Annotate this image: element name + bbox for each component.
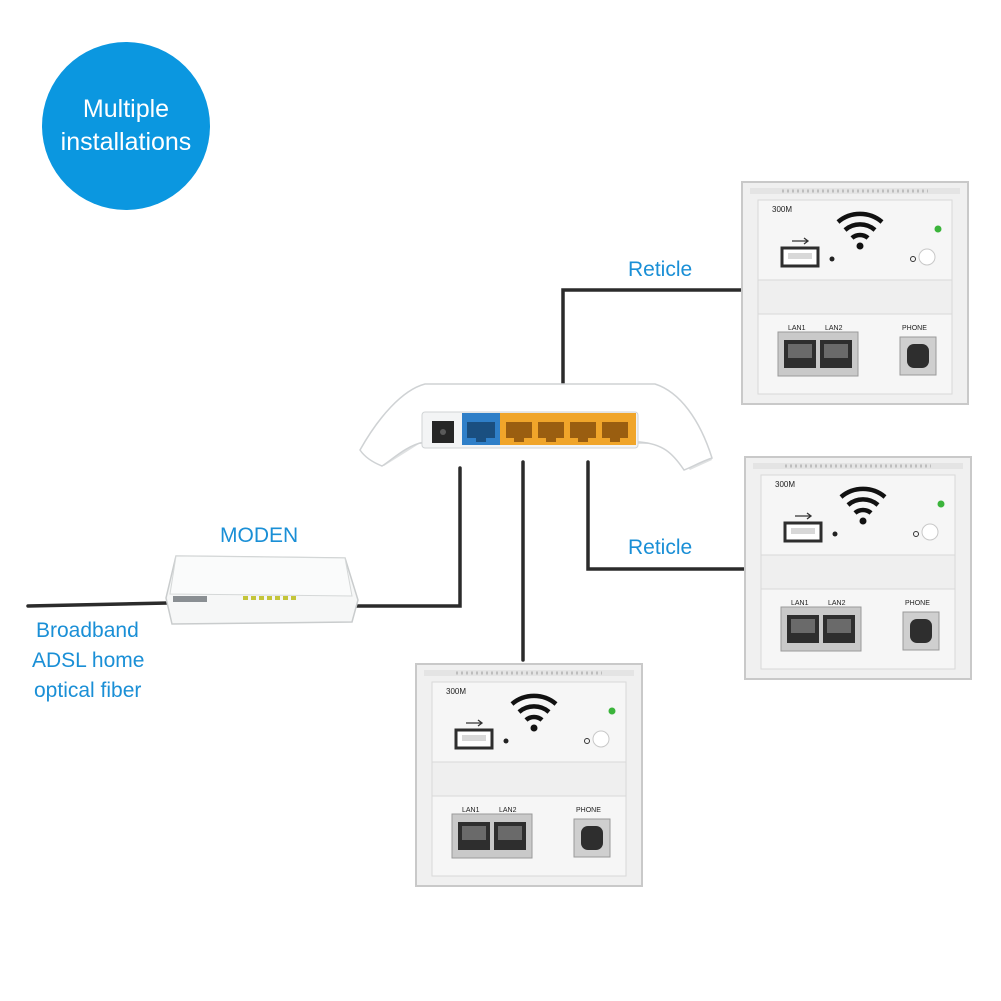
adsl-home-label: ADSL home [32, 649, 145, 672]
panel-middle-lan1: LAN1 [791, 600, 809, 607]
panel-top-lan2: LAN2 [825, 325, 843, 332]
cables [26, 288, 748, 662]
reticle-middle-label: Reticle [628, 536, 693, 559]
lan-port-block [500, 413, 636, 445]
panel-bottom-speed: 300M [446, 687, 466, 696]
panel-bottom-lan2: LAN2 [499, 807, 517, 814]
panel-top-lan1: LAN1 [788, 325, 806, 332]
wall-panel-middle [745, 457, 971, 679]
broadband-input-cable [26, 601, 170, 608]
router-device [359, 383, 713, 471]
badge-line-1: Multiple [82, 95, 170, 123]
wan-port [462, 413, 500, 445]
multiple-installations-badge: Multiple installations [42, 42, 210, 210]
router-to-middle-panel-cable [586, 460, 748, 571]
modem-indicator-lights [243, 596, 296, 600]
wall-panel-top [742, 182, 968, 404]
panel-bottom-phone: PHONE [576, 807, 601, 814]
moden-label: MODEN [220, 524, 299, 547]
broadband-label: Broadband [36, 619, 139, 642]
modem-brand-plate [173, 596, 207, 602]
panel-top-speed: 300M [772, 205, 792, 214]
wall-panel-bottom [416, 664, 642, 886]
panel-bottom-lan1: LAN1 [462, 807, 480, 814]
optical-fiber-label: optical fiber [34, 679, 142, 702]
panel-middle-lan2: LAN2 [828, 600, 846, 607]
router-to-top-panel-cable [561, 288, 747, 386]
modem-to-router-cable [348, 466, 462, 608]
panel-middle-phone: PHONE [905, 600, 930, 607]
modem-top-face [169, 555, 353, 597]
panel-middle-speed: 300M [775, 480, 795, 489]
panel-top-phone: PHONE [902, 325, 927, 332]
badge-line-2: installations [60, 128, 192, 156]
reticle-top-label: Reticle [628, 258, 693, 281]
modem-device [165, 555, 359, 625]
power-jack-pin [440, 429, 446, 435]
